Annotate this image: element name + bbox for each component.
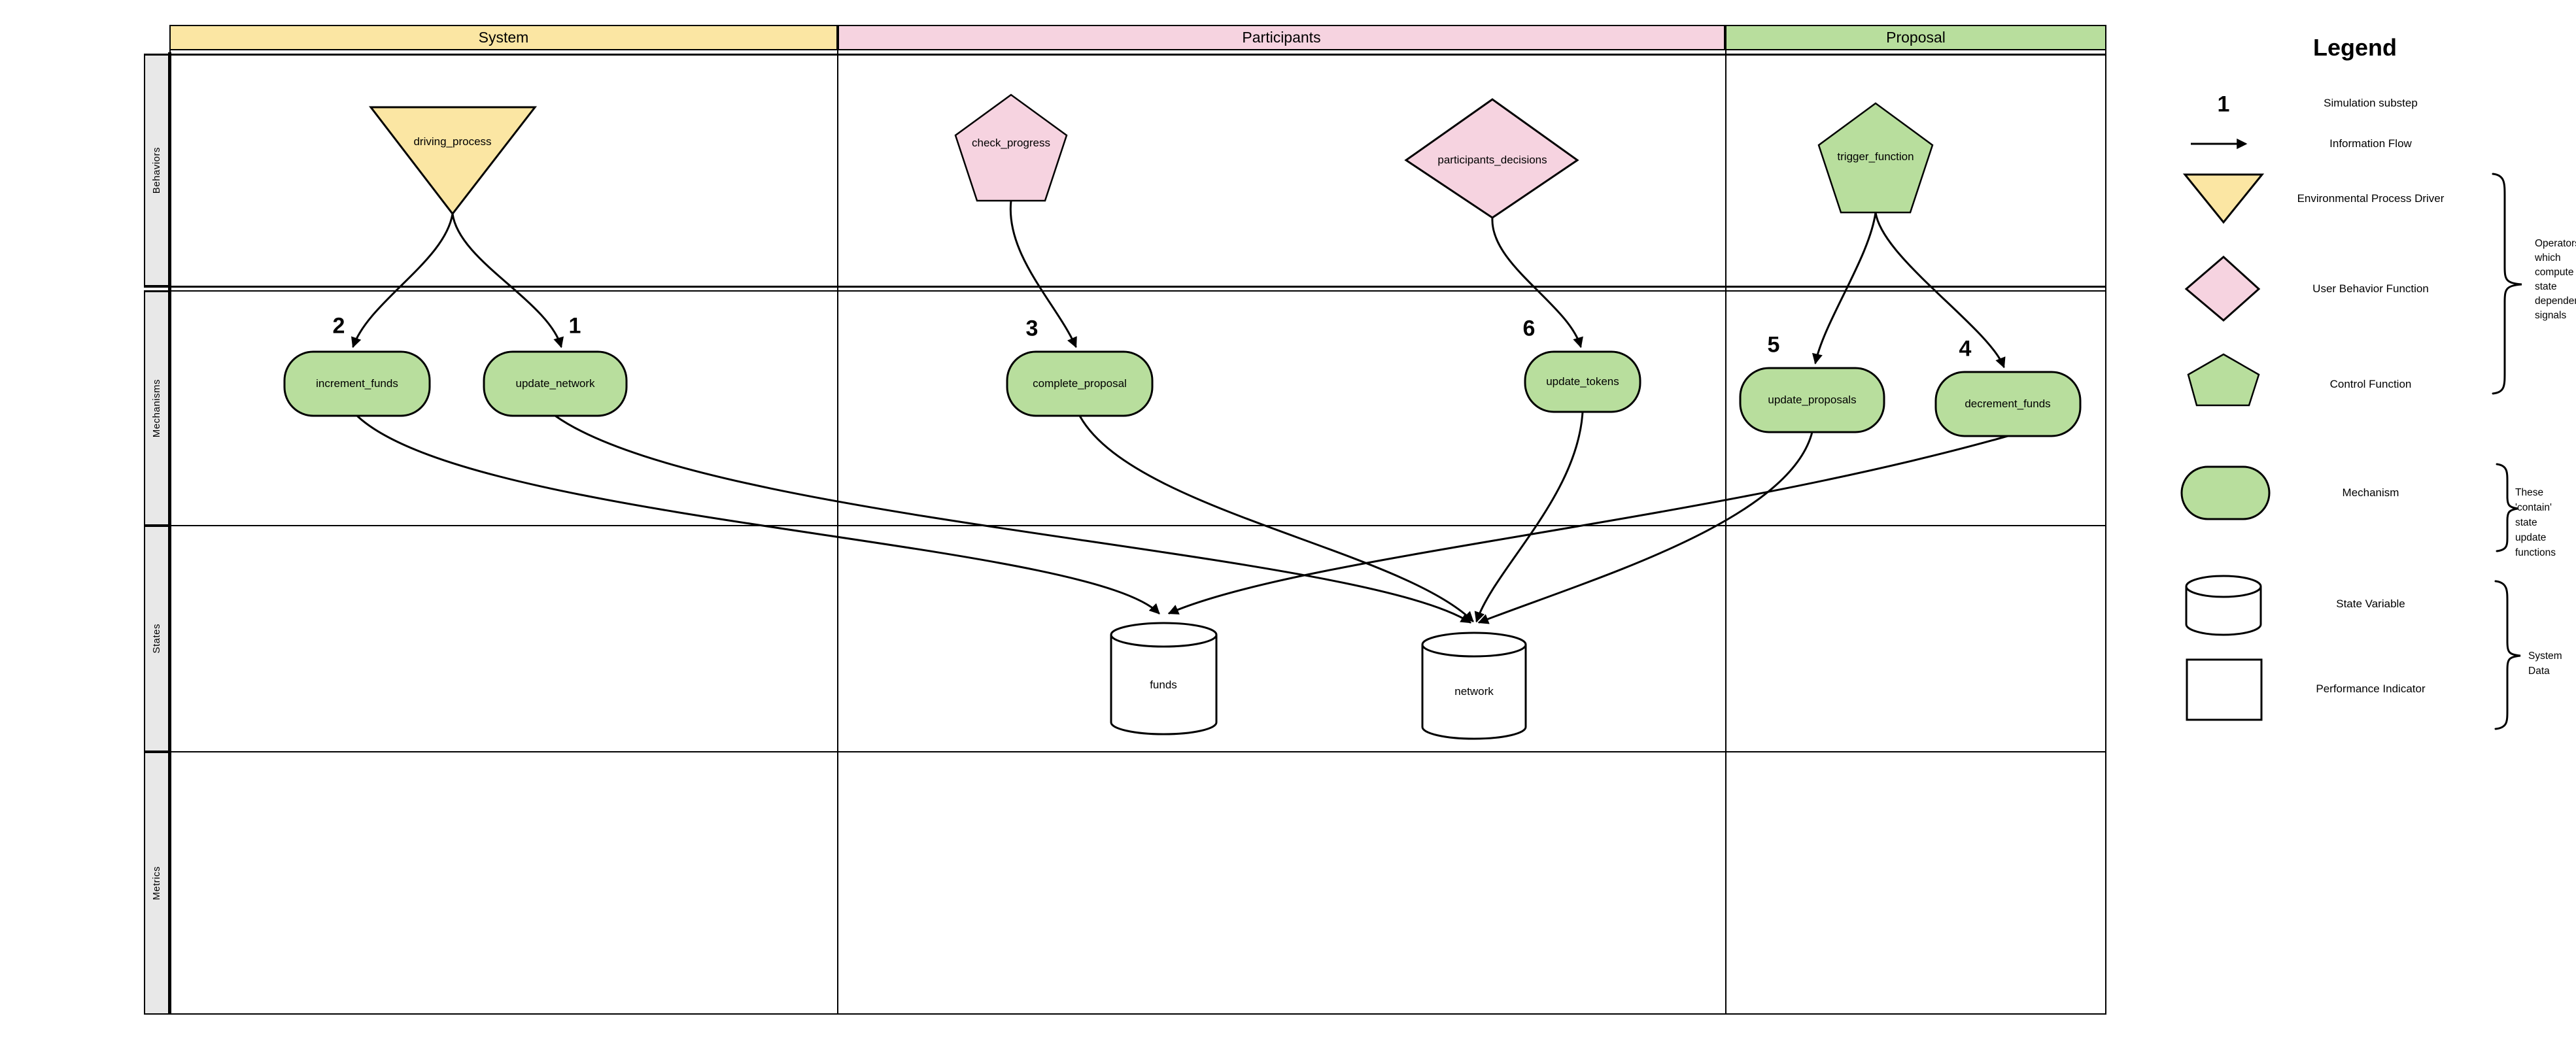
legend-swatches bbox=[2180, 138, 2271, 721]
node-label-network: network bbox=[1454, 685, 1494, 698]
grid-line-behaviors-mechanisms-a bbox=[144, 286, 2106, 288]
substep-number-update_network: 1 bbox=[568, 313, 581, 339]
node-complete_proposal-pill[interactable] bbox=[1006, 350, 1154, 417]
column-header-label: Proposal bbox=[1886, 29, 1946, 46]
grid-line-states-metrics bbox=[169, 751, 2106, 752]
node-label-trigger_function: trigger_function bbox=[1837, 150, 1914, 163]
edge-update_tokens-network[interactable] bbox=[1474, 411, 1584, 623]
edge-driving_process-update_network[interactable] bbox=[451, 212, 564, 348]
substep-number-update_tokens: 6 bbox=[1522, 316, 1536, 341]
column-header-proposal: Proposal bbox=[1725, 25, 2106, 50]
node-increment_funds-pill[interactable] bbox=[283, 350, 431, 417]
node-funds-cylinder[interactable] bbox=[1110, 622, 1218, 735]
row-header-states: States bbox=[144, 526, 169, 752]
substep-number-complete_proposal: 3 bbox=[1025, 316, 1039, 341]
row-header-mechanisms: Mechanisms bbox=[144, 291, 169, 526]
brace-mechanisms bbox=[2496, 463, 2518, 552]
environmental-process-driver-icon bbox=[2182, 173, 2265, 224]
mechanism-icon bbox=[2180, 465, 2271, 520]
node-update_proposals-pill[interactable] bbox=[1739, 367, 1885, 433]
substep-number-update_proposals: 5 bbox=[1767, 332, 1780, 358]
column-header-participants: Participants bbox=[838, 25, 1725, 50]
node-label-update_network: update_network bbox=[515, 377, 595, 390]
legend-item-mechanism: Mechanism bbox=[2342, 486, 2399, 499]
edge-decrement_funds-funds[interactable] bbox=[1167, 435, 2009, 615]
edge-complete_proposal-network[interactable] bbox=[1078, 414, 1474, 622]
edge-trigger_function-update_proposals[interactable] bbox=[1812, 211, 1877, 365]
legend-braces bbox=[2492, 173, 2522, 730]
grid-line-column-system-participants bbox=[837, 25, 838, 1015]
state-variable-icon bbox=[2185, 575, 2262, 636]
legend-title: Legend bbox=[2312, 34, 2397, 61]
grid-line-header-bottom bbox=[144, 54, 2106, 56]
substep-number-increment_funds: 2 bbox=[332, 313, 345, 339]
node-trigger_function-pentagon[interactable] bbox=[1817, 102, 1934, 214]
table-left-thick-border bbox=[168, 52, 171, 1015]
substep-number-decrement_funds: 4 bbox=[1959, 336, 1972, 362]
user-behavior-function-icon bbox=[2184, 255, 2261, 322]
legend-item-control-function: Control Function bbox=[2329, 378, 2412, 390]
edge-driving_process-increment_funds[interactable] bbox=[351, 212, 454, 348]
simulation-substep-icon: 1 bbox=[2217, 92, 2230, 117]
row-header-behaviors: Behaviors bbox=[144, 54, 169, 286]
grid-line-behaviors-mechanisms-b bbox=[144, 290, 2106, 292]
edge-trigger_function-decrement_funds[interactable] bbox=[1874, 211, 2006, 369]
annotation-system-data: System Data bbox=[2528, 650, 2562, 677]
node-label-update_proposals: update_proposals bbox=[1768, 394, 1857, 406]
node-update_tokens-pill[interactable] bbox=[1524, 350, 1641, 413]
brace-signal-functions bbox=[2492, 173, 2522, 395]
column-header-label: System bbox=[478, 29, 529, 46]
edge-check_progress-complete_proposal[interactable] bbox=[1009, 199, 1077, 348]
node-participants_decisions-diamond[interactable] bbox=[1404, 98, 1579, 219]
column-header-label: Participants bbox=[1242, 29, 1321, 46]
node-label-participants_decisions: participants_decisions bbox=[1437, 154, 1547, 166]
node-decrement_funds-pill[interactable] bbox=[1934, 371, 2082, 437]
annotation-mechanisms: These 'contain' state update functions bbox=[2515, 487, 2556, 558]
node-label-driving_process: driving_process bbox=[413, 135, 492, 148]
node-label-check_progress: check_progress bbox=[971, 137, 1051, 149]
node-update_network-pill[interactable] bbox=[483, 350, 628, 417]
row-header-metrics: Metrics bbox=[144, 752, 169, 1015]
annotation-signal-functions: Operators which compute state dependent … bbox=[2535, 238, 2576, 321]
grid-line-mechanisms-states bbox=[169, 525, 2106, 526]
node-check_progress-pentagon[interactable] bbox=[954, 93, 1068, 202]
legend-item-environmental-process-driver: Environmental Process Driver bbox=[2297, 192, 2445, 205]
control-function-icon bbox=[2187, 353, 2260, 407]
edge-update_proposals-network[interactable] bbox=[1477, 431, 1813, 624]
node-label-complete_proposal: complete_proposal bbox=[1033, 377, 1127, 390]
legend-item-information-flow: Information Flow bbox=[2329, 137, 2412, 150]
node-label-update_tokens: update_tokens bbox=[1546, 375, 1619, 388]
legend-item-user-behavior-function: User Behavior Function bbox=[2312, 282, 2429, 295]
node-driving_process-triangle[interactable] bbox=[368, 106, 538, 216]
legend-item-performance-indicator: Performance Indicator bbox=[2316, 683, 2426, 695]
node-network-cylinder[interactable] bbox=[1421, 632, 1527, 740]
node-label-funds: funds bbox=[1150, 679, 1177, 691]
edge-increment_funds-funds[interactable] bbox=[356, 414, 1160, 615]
brace-system-data bbox=[2494, 580, 2521, 730]
node-label-increment_funds: increment_funds bbox=[316, 377, 398, 390]
legend-item-state-variable: State Variable bbox=[2336, 598, 2405, 610]
legend-item-simulation-substep: Simulation substep bbox=[2324, 97, 2418, 109]
node-label-decrement_funds: decrement_funds bbox=[1965, 397, 2051, 410]
edge-update_network-network[interactable] bbox=[554, 414, 1472, 624]
performance-indicator-icon bbox=[2186, 658, 2263, 721]
edge-participants_decisions-update_tokens[interactable] bbox=[1491, 216, 1583, 348]
